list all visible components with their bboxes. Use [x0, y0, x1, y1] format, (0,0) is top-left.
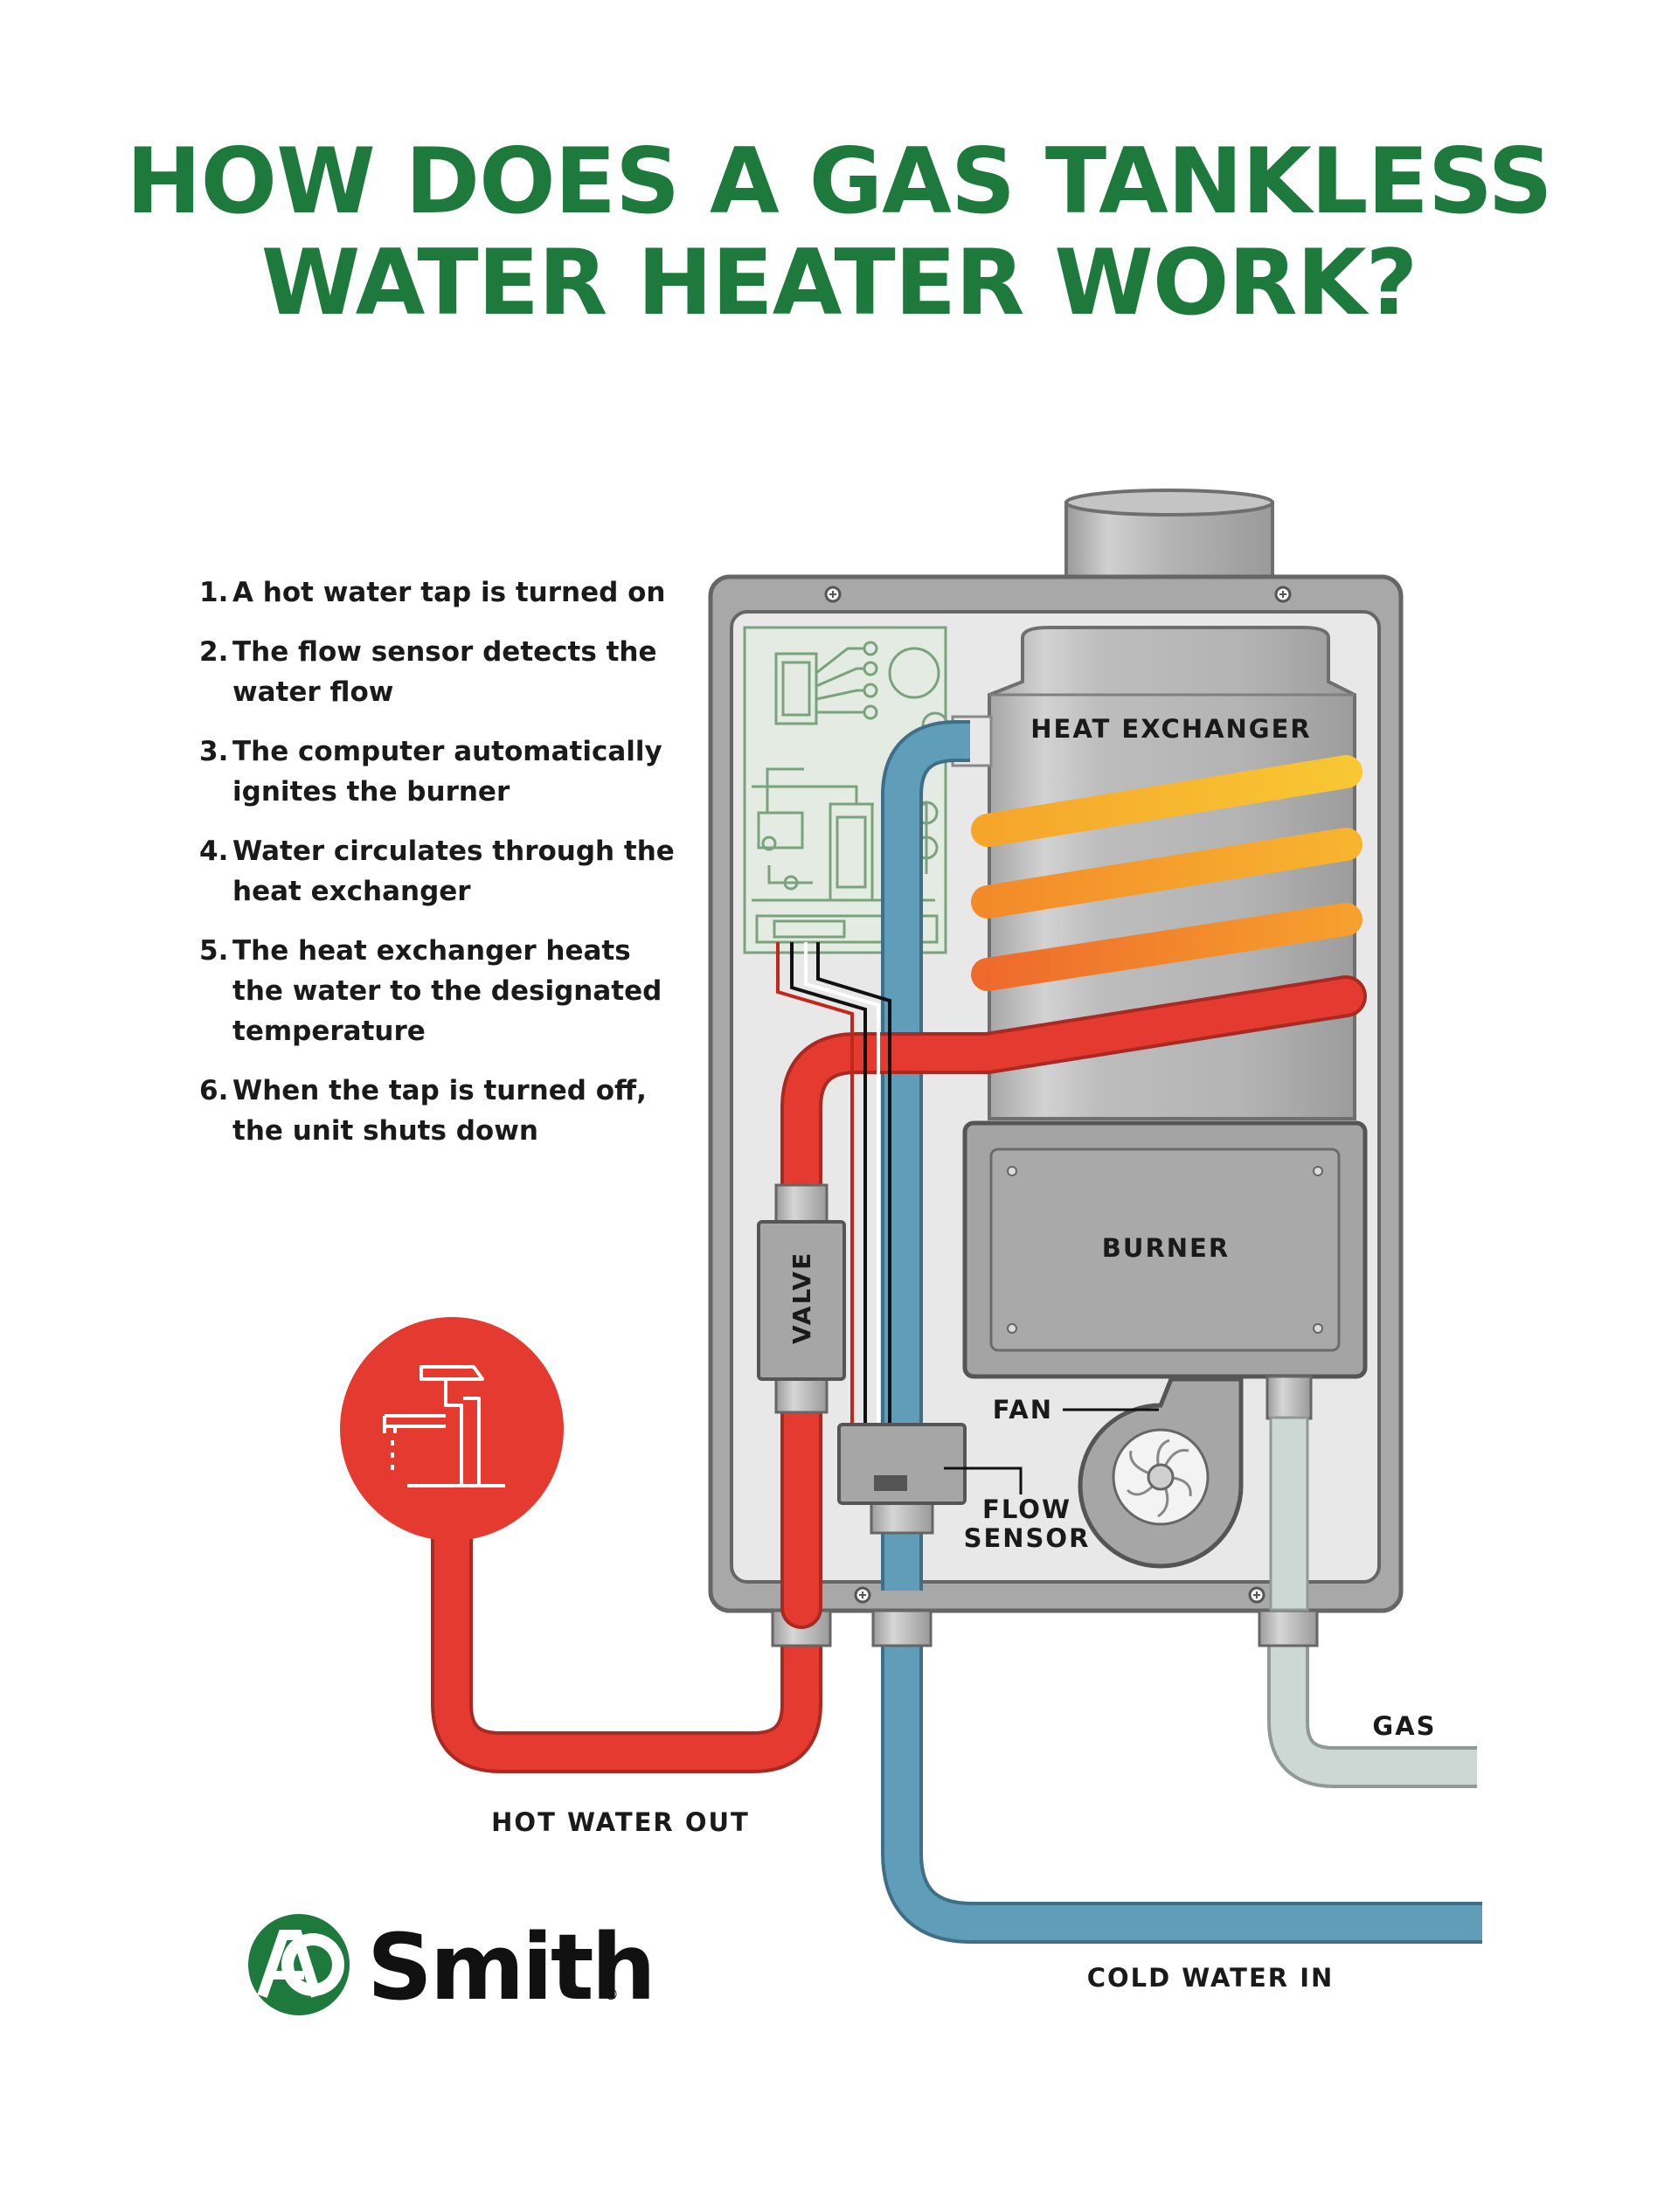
step-number: 3.: [199, 736, 229, 767]
list-item: 4.Water circulates through the heat exch…: [199, 831, 689, 912]
logo-name: Smith: [367, 1914, 656, 2021]
step-text: A hot water tap is turned on: [232, 577, 666, 608]
burner-label: BURNER: [1102, 1233, 1230, 1263]
bottom-fittings: [771, 1609, 1319, 1647]
faucet-icon: [340, 1317, 564, 1541]
housing-screws: [824, 586, 1292, 1604]
title-line-1: HOW DOES A GAS TANKLESS: [126, 129, 1552, 234]
step-text: The heat exchanger heats the water to th…: [232, 935, 662, 1047]
list-item: 3.The computer automatically ignites the…: [199, 732, 689, 812]
logo-registered-mark: ®: [603, 1986, 619, 2004]
ao-logo-mark: [248, 1914, 350, 2015]
heat-exchanger-label: HEAT EXCHANGER: [1030, 714, 1312, 744]
step-number: 6.: [199, 1075, 229, 1106]
step-number: 4.: [199, 836, 229, 867]
valve: [757, 1183, 846, 1414]
step-text: The flow sensor detects the water flow: [232, 636, 657, 708]
ao-smith-logo: Smith ®: [236, 1912, 656, 2026]
step-text: The computer automatically ignites the b…: [232, 736, 662, 808]
list-item: 2.The flow sensor detects the water flow: [199, 632, 689, 712]
title-line-2: WATER HEATER WORK?: [260, 231, 1418, 336]
fan: [1078, 1376, 1244, 1569]
steps-list: 1.A hot water tap is turned on 2.The flo…: [199, 572, 689, 1170]
fan-label: FAN: [993, 1395, 1053, 1425]
exhaust-chimney: [1064, 489, 1274, 583]
flow-sensor-leader-line: [944, 1467, 1023, 1494]
step-text: When the tap is turned off, the unit shu…: [232, 1075, 647, 1147]
valve-label: VALVE: [787, 1252, 816, 1344]
step-number: 5.: [199, 935, 229, 967]
cold-water-in-label: COLD WATER IN: [1087, 1963, 1335, 1993]
flow-sensor: [837, 1423, 967, 1535]
gas-internal-pipe: [1265, 1375, 1313, 1612]
gas-label: GAS: [1372, 1711, 1436, 1741]
list-item: 5.The heat exchanger heats the water to …: [199, 931, 689, 1051]
step-number: 1.: [199, 577, 229, 608]
step-number: 2.: [199, 636, 229, 668]
flow-sensor-label-line-2: SENSOR: [964, 1523, 1091, 1553]
infographic-title: HOW DOES A GAS TANKLESS WATER HEATER WOR…: [0, 131, 1678, 334]
hot-water-out-label: HOT WATER OUT: [491, 1807, 750, 1837]
burner: [962, 1120, 1368, 1379]
list-item: 6.When the tap is turned off, the unit s…: [199, 1071, 689, 1151]
list-item: 1.A hot water tap is turned on: [199, 572, 689, 613]
step-text: Water circulates through the heat exchan…: [232, 836, 675, 907]
flow-sensor-label-line-1: FLOW: [982, 1494, 1071, 1524]
heat-exchanger-coils: [971, 755, 1363, 991]
